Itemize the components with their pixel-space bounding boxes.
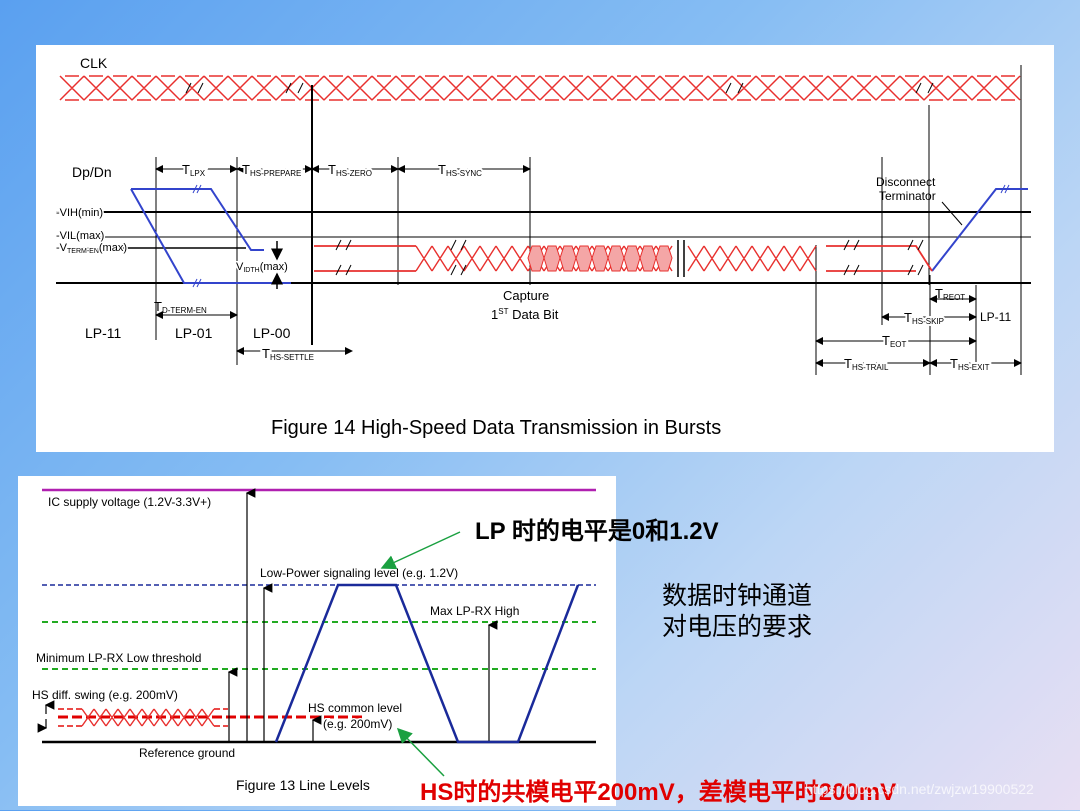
timing-verticals <box>155 65 1022 375</box>
svg-text:TD-TERM-EN: TD-TERM-EN <box>154 299 207 315</box>
hs-level-note: HS时的共模电平200mV，差模电平时200mV <box>420 779 897 806</box>
dpdn-label: Dp/Dn <box>72 164 112 180</box>
svg-text:THS-EXIT: THS-EXIT <box>950 356 990 372</box>
lp11-left-label: LP-11 <box>85 325 122 341</box>
hs-break-mark <box>853 239 860 251</box>
hs-zero-levels <box>314 245 416 272</box>
lp00-label: LP-00 <box>253 325 291 341</box>
hs-note-pointer <box>396 727 445 777</box>
ref-ground-label: Reference ground <box>139 746 235 760</box>
clk-break-mark <box>285 82 292 94</box>
max-lp-rx-label: Max LP-RX High <box>430 604 519 618</box>
hs-break-mark <box>460 264 467 276</box>
disconnect-pointer <box>941 201 963 226</box>
figure-14-diagram: CLK Dp/Dn -VIH(min) -VIL(max) -VTERM-EN(… <box>55 55 1031 439</box>
svg-text:TREOT: TREOT <box>935 286 965 302</box>
hs-data-bit <box>527 245 545 272</box>
clk-break-mark <box>185 82 192 94</box>
clk-break-mark <box>725 82 732 94</box>
vterm-label: -VTERM-EN(max) <box>56 242 127 255</box>
hs-data-bit <box>543 245 561 272</box>
svg-text:THS-SYNC: THS-SYNC <box>438 162 482 178</box>
svg-text:THS-SKIP: THS-SKIP <box>904 310 944 326</box>
clk-eye-pattern <box>59 75 1021 101</box>
clk-break-mark <box>915 82 922 94</box>
vih-label: -VIH(min) <box>56 207 103 219</box>
side-note-line-1: 数据时钟通道 <box>662 582 813 610</box>
ic-supply-label: IC supply voltage (1.2V-3.3V+) <box>48 495 211 509</box>
hs-common-label-1: HS common level <box>308 701 402 715</box>
clk-break-mark <box>197 82 204 94</box>
svg-text:THS-PREPARE: THS-PREPARE <box>242 162 301 178</box>
hs-diff-eye <box>58 708 228 727</box>
hs-break-mark <box>450 239 457 251</box>
hs-eye-path <box>81 708 215 727</box>
svg-text:THS-SETTLE: THS-SETTLE <box>262 346 314 362</box>
lp-signal-label: Low-Power signaling level (e.g. 1.2V) <box>260 566 458 580</box>
side-note-line-2: 对电压的要求 <box>662 613 813 641</box>
capture-label-2: 1ST Data Bit <box>491 307 559 322</box>
hs-data-bit <box>575 245 593 272</box>
hs-common-label-2: (e.g. 200mV) <box>323 717 392 731</box>
hs-break-mark <box>917 264 924 276</box>
clk-label: CLK <box>80 55 108 71</box>
hs-break-mark <box>345 264 352 276</box>
figure-13-panel: IC supply voltage (1.2V-3.3V+) Low-Power… <box>18 476 616 806</box>
vidth-label: VIDTH(max) <box>236 261 288 274</box>
clk-break-mark <box>927 82 934 94</box>
disconnect-label-1: Disconnect <box>876 175 936 189</box>
lp11-right-label: LP-11 <box>980 310 1011 324</box>
hs-diff-label: HS diff. swing (e.g. 200mV) <box>32 688 178 702</box>
hs-break-mark <box>907 264 914 276</box>
hs-break-mark <box>843 264 850 276</box>
min-lp-rx-label: Minimum LP-RX Low threshold <box>36 651 201 665</box>
figure-14-panel: CLK Dp/Dn -VIH(min) -VIL(max) -VTERM-EN(… <box>36 45 1054 452</box>
hs-data-bit <box>591 245 609 272</box>
figure-14-caption: Figure 14 High-Speed Data Transmission i… <box>271 417 721 439</box>
hs-data-bit <box>655 245 673 272</box>
disconnect-label-2: Terminator <box>879 189 936 203</box>
svg-text:THS-ZERO: THS-ZERO <box>328 162 372 178</box>
hs-break-mark <box>917 239 924 251</box>
lp-break-marks <box>192 184 1010 288</box>
watermark-url: https://blog.csdn.net/zwjzw19900522 <box>805 781 1034 797</box>
hs-break-mark <box>450 264 457 276</box>
hs-trail-levels <box>826 245 933 272</box>
lp-level-note: LP 时的电平是0和1.2V <box>475 518 719 545</box>
hs-break-mark <box>345 239 352 251</box>
hs-break-mark <box>335 239 342 251</box>
figure-13-caption: Figure 13 Line Levels <box>236 777 370 793</box>
svg-text:THS-TRAIL: THS-TRAIL <box>844 356 889 372</box>
lp01-label: LP-01 <box>175 325 213 341</box>
hs-break-mark <box>460 239 467 251</box>
capture-label-1: Capture <box>503 288 549 303</box>
svg-text:TLPX: TLPX <box>182 162 206 178</box>
svg-text:TEOT: TEOT <box>882 333 907 349</box>
timing-arrows <box>155 165 1022 367</box>
hs-break-mark <box>853 264 860 276</box>
lp-note-pointer <box>380 531 461 570</box>
lp-trapezoid-waveform <box>274 583 580 744</box>
clk-break-mark <box>737 82 744 94</box>
vil-label: -VIL(max) <box>56 230 104 242</box>
hs-eye-edges <box>58 708 228 727</box>
hs-break-mark <box>843 239 850 251</box>
hs-break-mark <box>907 239 914 251</box>
hs-data-bit <box>639 245 657 272</box>
timing-labels: TLPX THS-PREPARE THS-ZERO THS-SYNC TD-TE… <box>154 160 992 374</box>
figure-13-diagram: IC supply voltage (1.2V-3.3V+) Low-Power… <box>32 488 596 793</box>
hs-break-mark <box>335 264 342 276</box>
hs-data-burst <box>314 239 933 277</box>
hs-data-bit <box>623 245 641 272</box>
level-arrows <box>37 488 498 742</box>
lp-waveform <box>130 188 1028 284</box>
clk-eye-path <box>59 75 1021 101</box>
clk-break-mark <box>297 82 304 94</box>
hs-data-bit <box>607 245 625 272</box>
hs-data-bit <box>559 245 577 272</box>
